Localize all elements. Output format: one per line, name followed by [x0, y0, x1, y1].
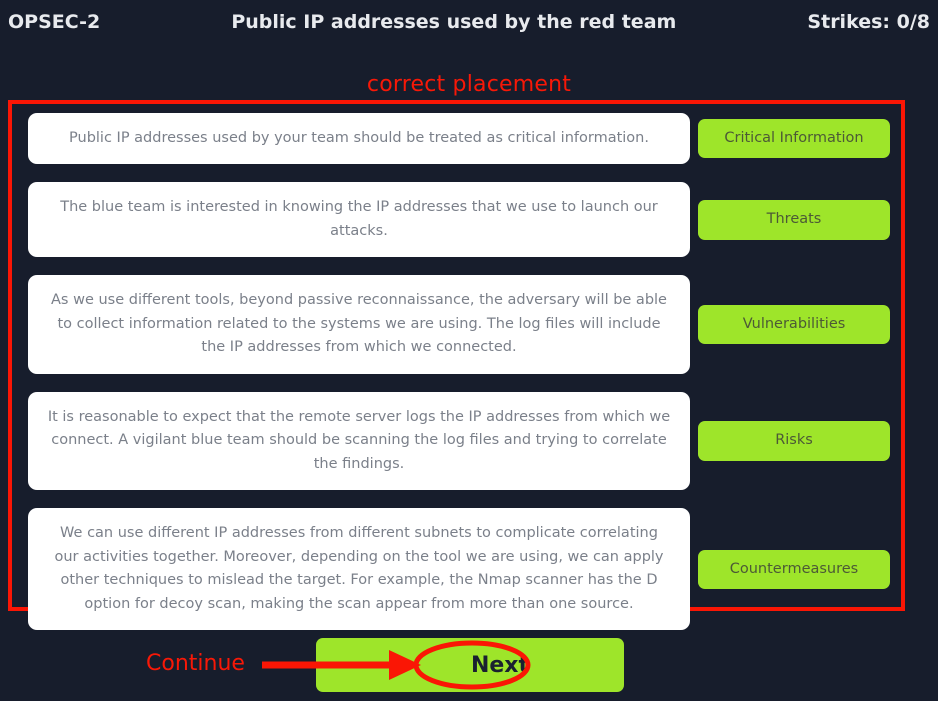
category-chip-vulnerabilities[interactable]: Vulnerabilities: [698, 304, 890, 345]
annotation-correct-placement-label: correct placement: [366, 72, 572, 97]
category-chip-threats[interactable]: Threats: [698, 200, 890, 240]
quiz-grid: Public IP addresses used by your team sh…: [28, 113, 890, 631]
module-id-label: OPSEC-2: [8, 11, 101, 33]
page-header: OPSEC-2 Public IP addresses used by the …: [0, 0, 938, 44]
quiz-row: Public IP addresses used by your team sh…: [28, 113, 890, 165]
category-chip-risks[interactable]: Risks: [698, 421, 890, 461]
category-chip-critical-information[interactable]: Critical Information: [698, 119, 890, 159]
strikes-counter: Strikes: 0/8: [807, 11, 930, 33]
statement-card[interactable]: We can use different IP addresses from d…: [28, 508, 690, 631]
category-slot: Threats: [690, 200, 890, 240]
category-slot: Critical Information: [690, 119, 890, 159]
statement-card[interactable]: It is reasonable to expect that the remo…: [28, 391, 690, 491]
next-button[interactable]: Next: [316, 638, 624, 692]
category-slot: Countermeasures: [690, 549, 890, 590]
quiz-row: We can use different IP addresses from d…: [28, 508, 890, 631]
category-slot: Risks: [690, 421, 890, 461]
category-chip-countermeasures[interactable]: Countermeasures: [698, 549, 890, 590]
quiz-row: As we use different tools, beyond passiv…: [28, 275, 890, 374]
quiz-row: It is reasonable to expect that the remo…: [28, 391, 890, 491]
statement-card[interactable]: The blue team is interested in knowing t…: [28, 182, 690, 258]
quiz-row: The blue team is interested in knowing t…: [28, 182, 890, 258]
statement-card[interactable]: Public IP addresses used by your team sh…: [28, 113, 690, 165]
category-slot: Vulnerabilities: [690, 304, 890, 345]
annotation-continue-label: Continue: [146, 651, 245, 676]
statement-card[interactable]: As we use different tools, beyond passiv…: [28, 275, 690, 374]
page-title: Public IP addresses used by the red team: [231, 11, 677, 33]
